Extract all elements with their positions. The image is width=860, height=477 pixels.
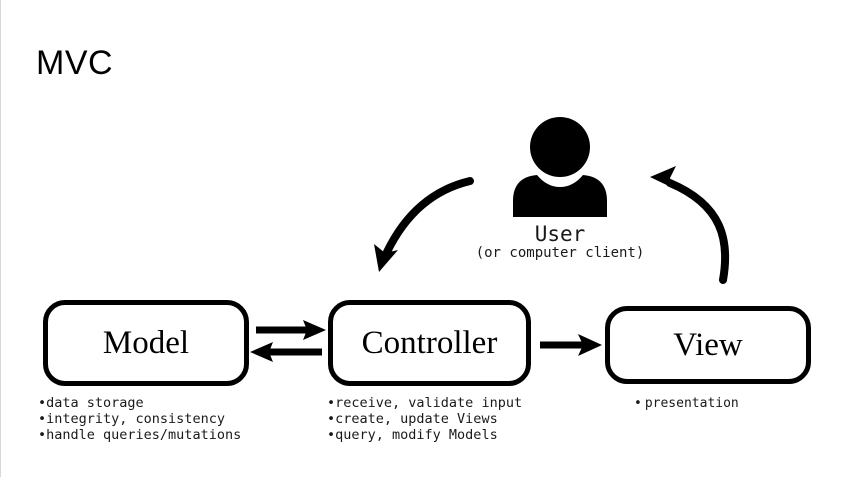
arrow-controller-to-model xyxy=(250,342,322,362)
list-item: •create, update Views xyxy=(327,411,522,427)
list-item: •receive, validate input xyxy=(327,395,522,411)
bullet-dot: • xyxy=(634,396,642,411)
slide-left-edge xyxy=(0,0,1,477)
list-item-text: create, update Views xyxy=(335,411,498,427)
bullet-dot: • xyxy=(38,395,47,411)
bullet-dot: • xyxy=(38,427,47,443)
list-item-text: integrity, consistency xyxy=(46,411,225,427)
list-item: •handle queries/mutations xyxy=(38,427,241,443)
user-label: User xyxy=(534,222,586,246)
component-box-controller[interactable]: Controller xyxy=(328,300,531,386)
arrow-user-to-controller xyxy=(374,177,474,272)
component-box-view[interactable]: View xyxy=(605,306,811,384)
arrow-model-to-controller xyxy=(256,320,326,340)
list-item: •data storage xyxy=(38,395,241,411)
bullet-list-view: •presentation xyxy=(634,396,739,412)
list-item-text: handle queries/mutations xyxy=(46,427,242,443)
list-item-text: receive, validate input xyxy=(335,395,523,411)
bullet-dot: • xyxy=(327,411,336,427)
page-title: MVC xyxy=(36,44,114,82)
component-label-controller: Controller xyxy=(361,324,498,361)
list-item: •query, modify Models xyxy=(327,427,522,443)
list-item-text: presentation xyxy=(644,396,739,411)
list-item-text: query, modify Models xyxy=(335,427,498,443)
bullet-dot: • xyxy=(327,395,336,411)
user-sublabel: (or computer client) xyxy=(475,245,645,261)
bullet-dot: • xyxy=(38,411,47,427)
arrow-controller-to-view xyxy=(540,334,602,356)
component-label-view: View xyxy=(673,326,743,363)
bullet-list-controller: •receive, validate input •create, update… xyxy=(327,395,522,443)
user-person-icon xyxy=(513,117,607,217)
list-item-text: data storage xyxy=(46,395,144,411)
list-item: •presentation xyxy=(634,396,739,412)
component-box-model[interactable]: Model xyxy=(43,300,249,386)
bullet-dot: • xyxy=(327,427,336,443)
list-item: •integrity, consistency xyxy=(38,411,241,427)
arrow-view-to-user xyxy=(650,166,730,284)
bullet-list-model: •data storage •integrity, consistency •h… xyxy=(38,395,241,443)
component-label-model: Model xyxy=(102,324,190,361)
